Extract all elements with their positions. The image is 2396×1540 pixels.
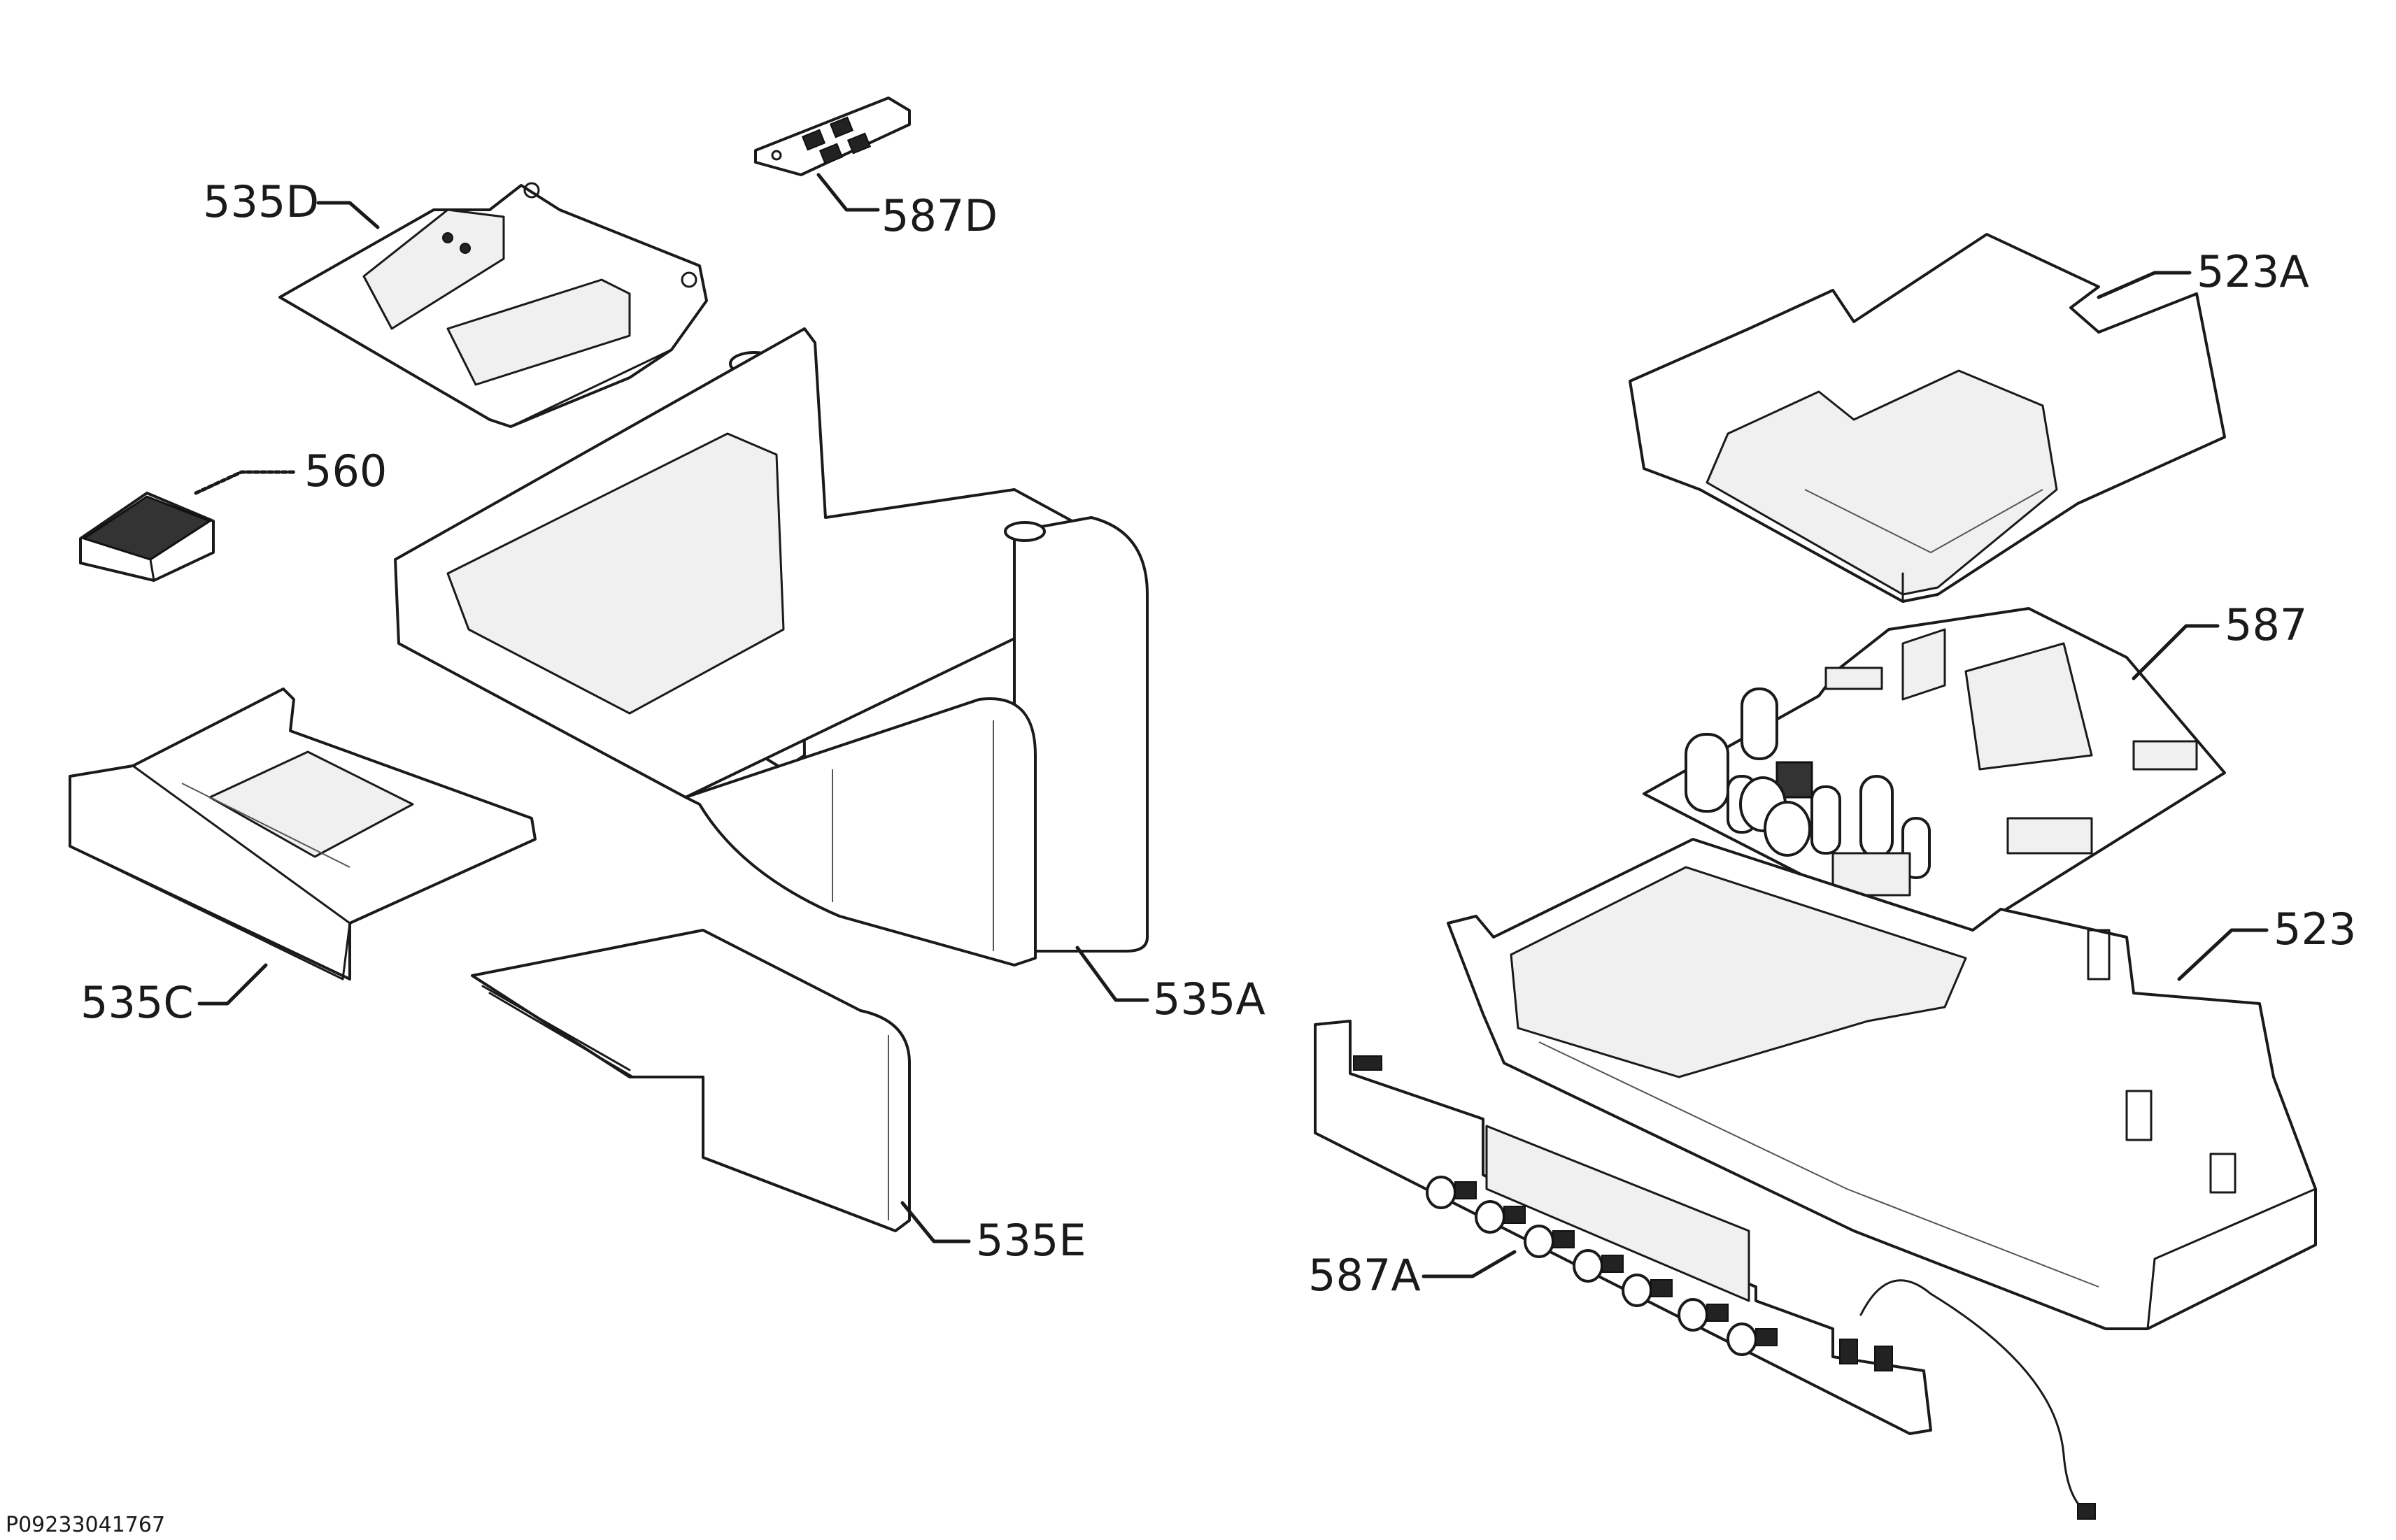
leader-535C <box>197 963 268 1006</box>
part-587A-button-strip <box>1314 1020 2096 1520</box>
part-535A-housing <box>394 327 1149 967</box>
leader-587D <box>816 173 880 212</box>
callout-535C: 535C <box>80 977 194 1028</box>
leader-lines <box>194 173 2269 1278</box>
callout-535D: 535D <box>203 176 319 227</box>
part-535D-cover <box>278 182 708 428</box>
part-560-filter <box>79 492 215 582</box>
document-code: P09233041767 <box>6 1513 165 1537</box>
leader-535A <box>1075 946 1149 1002</box>
callout-587: 587 <box>2225 599 2307 650</box>
callout-587D: 587D <box>881 190 998 241</box>
callout-560: 560 <box>304 445 387 497</box>
leader-587A <box>1422 1250 1517 1278</box>
part-535E-film <box>471 929 911 1232</box>
leader-560 <box>194 470 296 495</box>
part-523-box <box>1447 838 2317 1330</box>
callout-labels: 535D 587D 560 535C 535A 535E 523A 587 52… <box>80 176 2356 1301</box>
leader-523A <box>2097 271 2192 299</box>
callout-535A: 535A <box>1153 974 1266 1025</box>
part-523A-cover <box>1629 233 2226 603</box>
callout-535E: 535E <box>976 1215 1086 1266</box>
leader-523 <box>2177 928 2269 981</box>
callout-523A: 523A <box>2197 246 2309 297</box>
buttons-row <box>1426 1176 1778 1356</box>
callout-523: 523 <box>2274 904 2356 955</box>
part-587-pcb <box>1643 607 2226 932</box>
leader-535D <box>316 201 380 229</box>
part-587D-pad <box>754 97 911 176</box>
leader-535E <box>900 1201 971 1243</box>
leader-587 <box>2132 624 2220 680</box>
part-535C-drawer <box>69 687 537 981</box>
callout-587A: 587A <box>1308 1250 1421 1301</box>
